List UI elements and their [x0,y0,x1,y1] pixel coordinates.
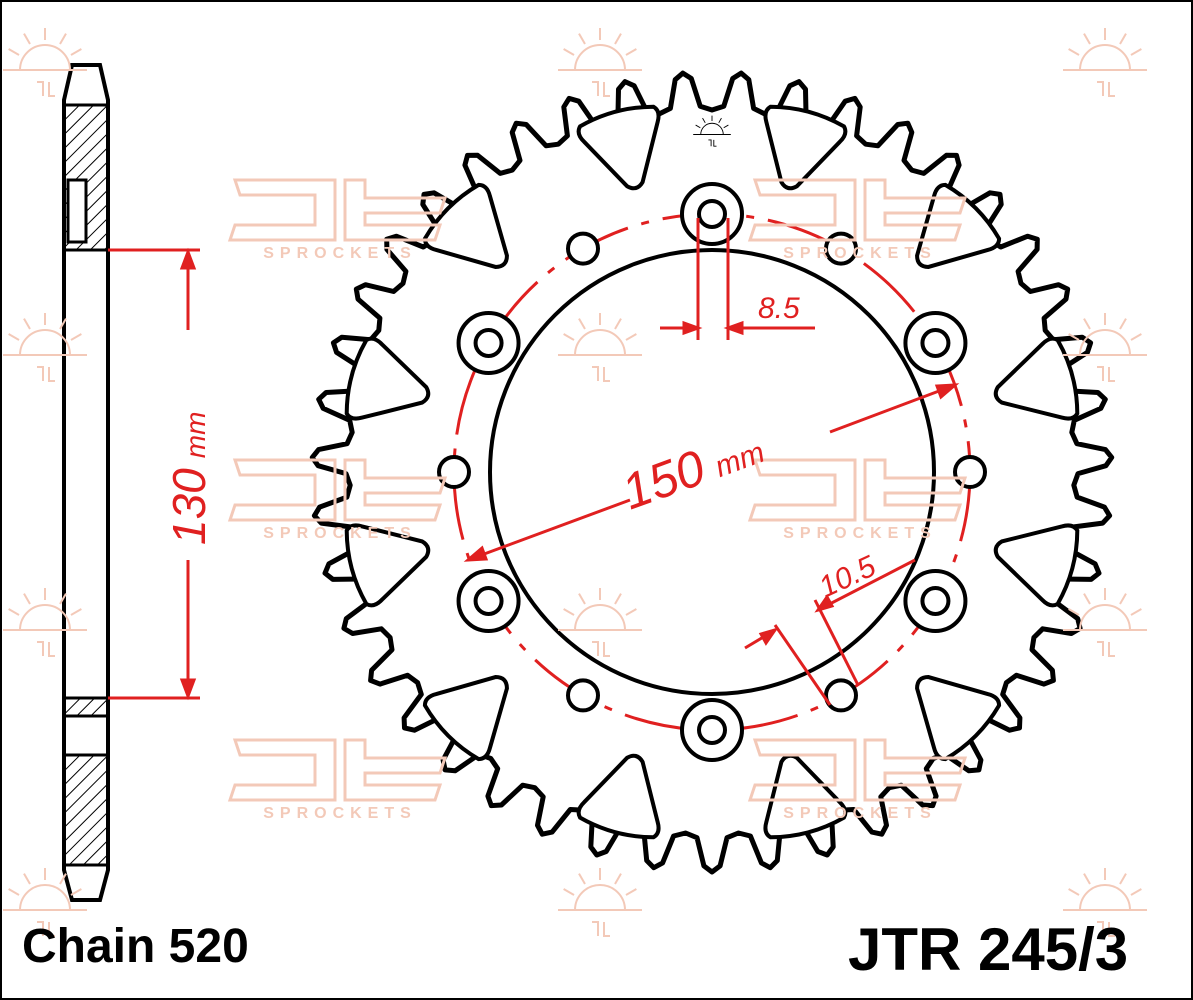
jt-sprockets-watermark: SPROCKETS [227,458,448,542]
jt-sprockets-watermark: SPROCKETS [263,245,417,262]
jt-sprockets-watermark: SPROCKETS [783,245,937,262]
jt-sprockets-watermark: SPROCKETS [783,805,937,822]
sprocket-teeth [309,70,1115,875]
sprocket-outline [309,70,1115,875]
jt-sprockets-watermark: SPROCKETS [747,738,968,822]
jt-sprockets-watermark: SPROCKETS [263,525,417,542]
sun-logo-icon [3,868,87,937]
bolt-hole [697,715,727,745]
sun-logo-icon [3,588,87,657]
lightening-cutout [576,753,661,840]
chain-label: Chain 520 [22,920,249,973]
side-view [62,63,110,902]
sun-logo-icon [558,868,642,937]
sun-logo-icon [558,588,642,657]
watermark-layer: SPROCKETS SPROCKETS SPROCKETS SPROCKETS SPRO… [3,28,1147,937]
jt-sprockets-watermark: SPROCKETS [227,178,448,262]
sun-logo-icon [3,313,87,382]
bolt-hole-dimension: 8.5 [758,292,800,325]
jt-sprockets-watermark: SPROCKETS [263,805,417,822]
lightening-cutout [422,182,509,269]
sun-logo-icon [1063,313,1147,382]
jt-sprockets-watermark: SPROCKETS [227,738,448,822]
jt-sprockets-watermark: SPROCKETS [747,458,968,542]
bolt-hole [920,586,951,616]
bolt-hole [473,586,504,616]
small-hole [953,455,987,489]
lightening-cutout [344,336,431,421]
lightening-cutout [576,104,661,191]
lightening-cutout [763,104,848,191]
jt-sprockets-watermark: SPROCKETS [783,525,937,542]
bolt-hole [697,199,727,229]
jt-sprockets-watermark: SPROCKETS [747,178,968,262]
bolt-hole [920,328,951,358]
small-hole [566,231,600,266]
part-number: JTR 245/3 [848,916,1128,983]
sun-logo-icon [693,115,731,147]
center-bore [488,248,936,696]
lightening-cutout [915,675,1002,762]
lightening-cutout [993,523,1080,608]
small-hole [824,678,858,713]
sun-logo-icon [1063,28,1147,97]
sun-logo-icon [1063,868,1147,937]
sun-logo-icon [1063,588,1147,657]
lightening-cutout [993,336,1080,421]
small-hole [566,678,600,713]
center-bore-dimension: 130mm [163,412,215,545]
lightening-cutout [344,523,431,608]
bolt-hole [473,328,504,358]
dimension-lines [108,218,960,706]
lightening-cutout [763,753,848,840]
sun-logo-icon [558,28,642,97]
sun-logo-icon [3,28,87,97]
lightening-cutout [422,675,509,762]
sun-logo-icon [558,313,642,382]
small-hole [437,455,471,489]
